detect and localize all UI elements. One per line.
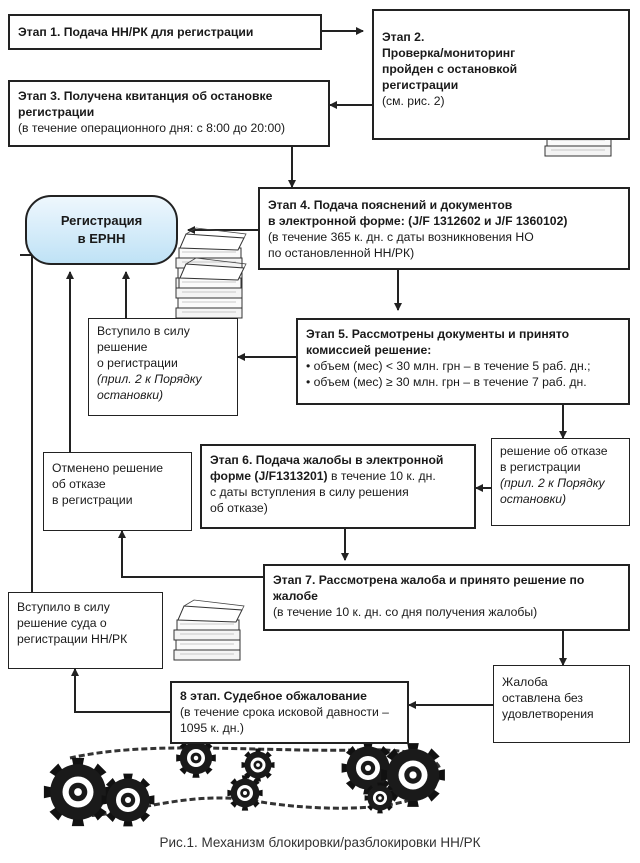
cancelled-line3: в регистрации (52, 493, 133, 507)
registry-node: Регистрация в ЕРНН (25, 195, 178, 265)
rejected-line2: оставлена без (502, 691, 584, 705)
stage1-box: Этап 1. Подача НН/РК для регистрации (8, 14, 322, 50)
stage8-box: 8 этап. Судебное обжалование (в течение … (170, 681, 409, 744)
stage4-note-line1: (в течение 365 к. дн. с даты возникновен… (268, 230, 534, 244)
paper-stack-icon (173, 599, 245, 661)
approved-line2: решение (97, 340, 148, 354)
stage2-line1: Проверка/мониторинг (382, 46, 516, 60)
decision-approved-box: Вступило в силу решение о регистрации (п… (88, 318, 238, 416)
refusal-ref-line1: (прил. 2 к Порядку (500, 476, 605, 490)
stage2-line2: пройден с остановкой (382, 62, 518, 76)
refusal-cancelled-box: Отменено решение об отказе в регистрации (43, 452, 192, 531)
stage2-title: Этап 2. (382, 30, 425, 44)
stage5-title-line1: Этап 5. Рассмотрены документы и принято (306, 327, 570, 341)
refusal-ref-line2: остановки) (500, 492, 567, 506)
stage7-title-line2: жалобе (273, 589, 318, 603)
stage3-title-line1: Этап 3. Получена квитанция об остановке (18, 89, 273, 103)
stage4-note-line2: по остановленной НН/РК) (268, 246, 415, 260)
stage2-line3: регистрации (382, 78, 459, 92)
stage6-note-line3: об отказе) (210, 501, 268, 515)
stage4-box: Этап 4. Подача пояснений и документов в … (258, 187, 630, 270)
registry-line1: Регистрация (60, 213, 143, 228)
court-decision-box: Вступило в силу решение суда о регистрац… (8, 592, 163, 669)
stage4-title-line2: в электронной форме: (J/F 1312602 и J/F … (268, 214, 568, 228)
stage4-title-line1: Этап 4. Подача пояснений и документов (268, 198, 513, 212)
approved-line3: о регистрации (97, 356, 178, 370)
refusal-line1: решение об отказе (500, 444, 608, 458)
court-line1: Вступило в силу (17, 600, 110, 614)
stage1-title: Этап 1. Подача НН/РК для регистрации (18, 25, 254, 39)
cancelled-line2: об отказе (52, 477, 106, 491)
refusal-decision-box: решение об отказе в регистрации (прил. 2… (491, 438, 630, 526)
stage2-note: (см. рис. 2) (382, 94, 445, 108)
registry-line2: в ЕРНН (77, 231, 126, 246)
arrow-stage7-cancelled (118, 530, 263, 578)
line-court-registry (20, 254, 33, 592)
stage6-note-line2: с даты вступления в силу решения (210, 485, 409, 499)
stage6-box: Этап 6. Подача жалобы в электронной форм… (200, 444, 476, 529)
stage5-item: объем (мес) ≥ 30 млн. грн – в течение 7 … (306, 374, 620, 390)
rejected-line3: удовлетворения (502, 707, 594, 721)
stage8-note-line2: 1095 к. дн.) (180, 721, 244, 735)
figure-caption: Рис.1. Механизм блокировки/разблокировки… (159, 835, 481, 850)
stage7-title-line1: Этап 7. Рассмотрена жалоба и принято реш… (273, 573, 585, 587)
stage7-box: Этап 7. Рассмотрена жалоба и принято реш… (263, 564, 630, 631)
approved-ref-line2: остановки) (97, 388, 164, 402)
stage5-title-line2: комиссией решение: (306, 343, 432, 357)
stage6-note-inline: в течение 10 к. дн. (327, 469, 436, 483)
stage3-note: (в течение операционного дня: с 8:00 до … (18, 121, 286, 135)
stage3-title-line2: регистрации (18, 105, 95, 119)
stage5-box: Этап 5. Рассмотрены документы и принято … (296, 318, 630, 405)
court-line2: решение суда о (17, 616, 107, 630)
stage3-box: Этап 3. Получена квитанция об остановке … (8, 80, 330, 147)
stage7-note: (в течение 10 к. дн. со дня получения жа… (273, 605, 538, 619)
rejected-line1: Жалоба (502, 675, 548, 689)
stage6-title-line1: Этап 6. Подача жалобы в электронной (210, 453, 444, 467)
stage6-title-line2: форме (J/F1313201) (210, 469, 328, 483)
stage2-box: Этап 2. Проверка/мониторинг пройден с ос… (372, 9, 630, 140)
court-line3: регистрации НН/РК (17, 632, 128, 646)
complaint-rejected-box: Жалоба оставлена без удовлетворения (493, 665, 630, 743)
cancelled-line1: Отменено решение (52, 461, 164, 475)
stage8-title: 8 этап. Судебное обжалование (180, 689, 367, 703)
approved-ref-line1: (прил. 2 к Порядку (97, 372, 202, 386)
gears-icon (29, 729, 459, 841)
approved-line1: Вступило в силу (97, 324, 190, 338)
arrow-stage8-court (71, 668, 170, 713)
refusal-line2: в регистрации (500, 460, 581, 474)
stage5-item: объем (мес) < 30 млн. грн – в течение 5 … (306, 358, 620, 374)
stage8-note-line1: (в течение срока исковой давности – (180, 705, 389, 719)
